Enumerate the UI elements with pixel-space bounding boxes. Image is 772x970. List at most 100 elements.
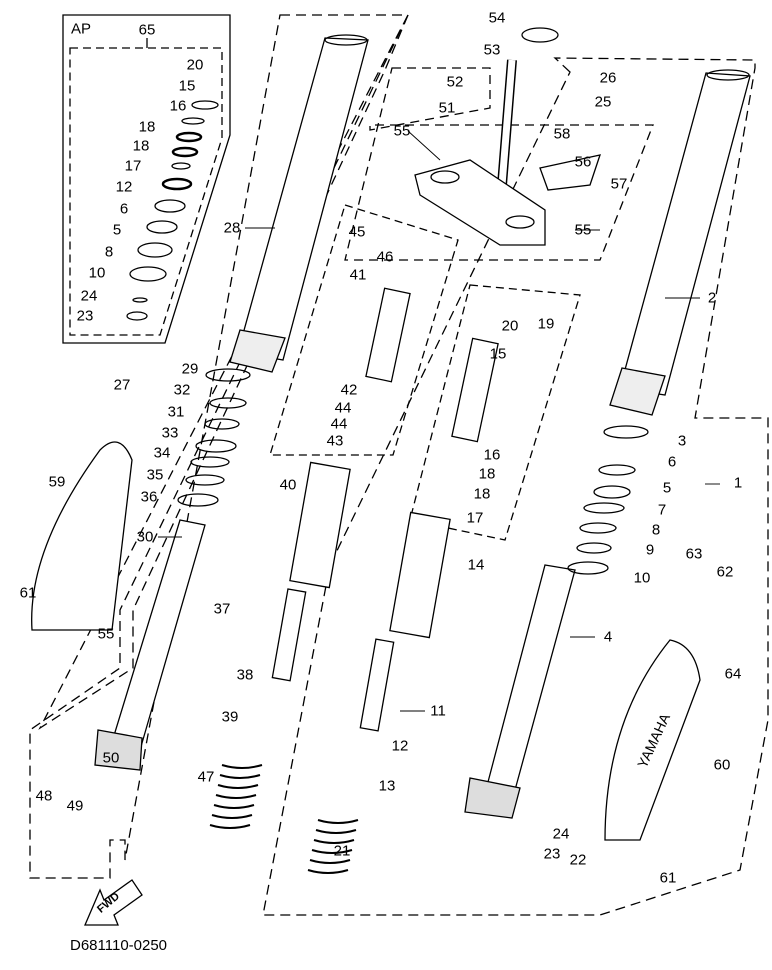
part-label: 57 [610,175,628,193]
part-label: 33 [161,424,179,442]
part-label: 18 [138,118,156,136]
part-label: 9 [645,541,655,559]
part-label: 59 [48,473,66,491]
part-label: 23 [543,845,561,863]
ap-box [62,14,231,344]
part-label: 36 [140,488,158,506]
part-label: 39 [221,708,239,726]
part-label: 12 [115,178,133,196]
part-label: 38 [236,666,254,684]
part-label: 32 [173,381,191,399]
part-label: 24 [80,287,98,305]
part-label: 49 [66,797,84,815]
diagram-code: D681110-0250 [70,937,168,954]
part-label: 40 [279,476,297,494]
right-fork-dashed-box [262,57,769,916]
part-label: 17 [466,509,484,527]
part-label: 5 [112,221,122,239]
part-label: 20 [186,56,204,74]
part-label: 25 [594,93,612,111]
part-label: 10 [633,569,651,587]
part-label: 60 [713,756,731,774]
part-label: 2 [707,289,717,307]
part-label: 61 [659,869,677,887]
fwd-arrow-icon [84,879,143,926]
part-label: 7 [657,501,667,519]
part-label: 17 [124,157,142,175]
part-label: 55 [574,221,592,239]
part-label: 20 [501,317,519,335]
part-label: 58 [553,125,571,143]
part-label: 28 [223,219,241,237]
part-label: 51 [438,99,456,117]
part-label: 47 [197,768,215,786]
part-label: 3 [677,432,687,450]
part-label: 5 [662,479,672,497]
left-fork-dashed-box-2 [38,14,409,730]
part-label: 19 [537,315,555,333]
left-fork-dashed-box [29,14,410,879]
part-label: 4 [603,628,613,646]
part-label: 56 [574,153,592,171]
part-label: 27 [113,376,131,394]
left-outer-tube [237,37,369,361]
part-label: 50 [102,749,120,767]
part-label: 35 [146,466,164,484]
part-label: 10 [88,264,106,282]
ap-rings [126,100,219,321]
right-outer-tube [619,72,751,396]
part-label: 16 [483,446,501,464]
part-label: 44 [334,399,352,417]
part-label: 18 [473,485,491,503]
part-label: 16 [169,97,187,115]
damper-cartridge-left [271,287,411,682]
part-label: 31 [167,403,185,421]
damper-dashed-box-left [269,204,459,456]
part-label: 53 [483,41,501,59]
part-label: 30 [136,528,154,546]
part-label: 12 [391,737,409,755]
part-label: 61 [19,584,37,602]
left-seal-stack [177,368,251,507]
part-label: 63 [685,545,703,563]
part-label: 54 [488,9,506,27]
part-label: 44 [330,415,348,433]
part-label: 42 [340,381,358,399]
part-label: 37 [213,600,231,618]
springs [209,764,359,874]
part-label: 64 [724,665,742,683]
part-label: 1 [733,474,743,492]
part-label: 29 [181,360,199,378]
right-seal-stack [567,425,649,575]
part-label: 26 [599,69,617,87]
part-label: 23 [76,307,94,325]
ap-kit-dashed-box [69,47,223,336]
steering-dashed-box [344,67,654,261]
ap-kit-number: 65 [138,21,156,39]
part-label: 6 [119,200,129,218]
part-label: 13 [378,777,396,795]
part-label: 18 [478,465,496,483]
part-label: 34 [153,444,171,462]
part-label: 11 [430,702,446,720]
triple-clamp [414,27,601,246]
part-label: 6 [667,453,677,471]
part-label: 18 [132,137,150,155]
part-label: 15 [178,77,196,95]
part-label: 43 [326,432,344,450]
part-label: 46 [376,248,394,266]
part-label: 48 [35,787,53,805]
part-label: 8 [104,243,114,261]
part-label: 14 [467,556,485,574]
leader-lines [158,130,720,712]
right-inner-tube [487,564,576,791]
part-label: 52 [446,73,464,91]
part-label: 8 [651,521,661,539]
part-label: 55 [393,122,411,140]
left-fork-guard [31,441,133,631]
part-label: 21 [333,842,351,860]
part-label: 62 [716,563,734,581]
ap-title: AP [70,20,92,38]
